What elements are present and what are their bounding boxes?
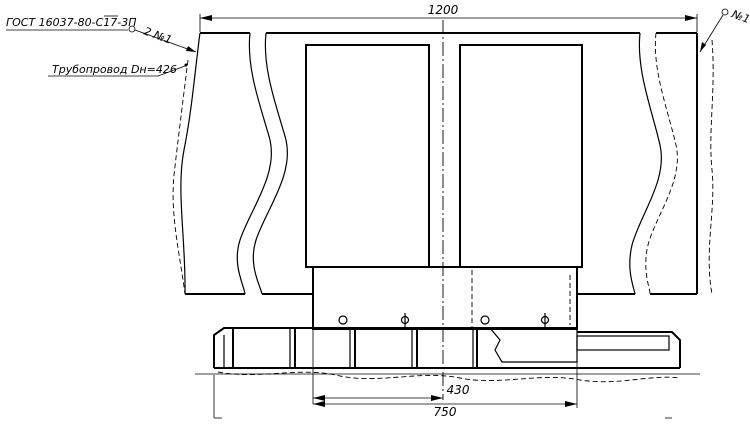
weld-all-around-icon: [721, 8, 729, 16]
weld-callout: ГОСТ 16037-80-С17-3П 2 №1: [6, 15, 197, 53]
pipe-body: [172, 32, 714, 295]
dimension-label-1200: 1200: [428, 3, 459, 17]
support-saddle: [312, 266, 578, 330]
pipe-openings: [305, 44, 583, 268]
hole-icon: [480, 315, 490, 325]
base-frame: [213, 327, 681, 383]
dimension-1200: 1200: [199, 3, 698, 32]
weld-mark-label: №1: [729, 7, 750, 26]
standard-label: ГОСТ 16037-80-С17-3П: [6, 16, 137, 29]
dimension-label-430: 430: [447, 383, 470, 397]
weld-mark-callout: №1: [699, 7, 750, 53]
pipeline-callout: Трубопровод Dн=426: [48, 63, 188, 77]
weld-ref-label: 2 №1: [142, 25, 174, 47]
hole-icon: [338, 315, 348, 325]
dimension-430: 430: [312, 329, 470, 404]
dimension-label-750: 750: [434, 405, 457, 419]
pipeline-label: Трубопровод Dн=426: [52, 63, 177, 76]
weld-all-around-icon: [128, 25, 136, 33]
dimension-750: 750: [313, 329, 578, 419]
